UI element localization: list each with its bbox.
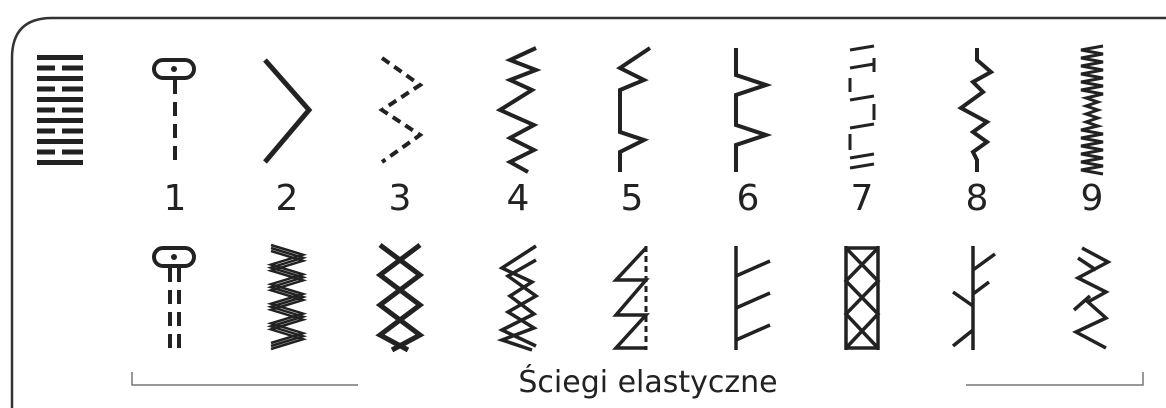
stitch-number-label: 5 [621,178,644,219]
multi-step-zigzag-stitch-icon [495,46,542,174]
stitch-number-label: 3 [389,178,412,219]
decorative-zigzag-stitch-icon [1072,246,1112,350]
stitch-number-label: 2 [276,178,299,219]
stitch-row-1 [152,44,1104,176]
triple-straight-stitch-icon [152,246,196,348]
stretch-overcast-stitch-icon [734,246,771,350]
overlock-stitch-icon [611,246,650,350]
feather-stitch-icon [951,246,997,350]
triple-zigzag-stitch-icon [266,243,308,351]
dashed-block-stitch-icon [848,44,876,170]
straight-stitch-icon [152,58,196,165]
stitch-number-label: 1 [164,178,187,219]
stitch-number-label: 6 [737,178,760,219]
caption-bracket-right [966,372,1144,386]
honeycomb-stitch-icon [375,243,425,353]
dashed-zigzag-stitch-icon [378,56,424,164]
panel-border [10,16,1166,408]
caption-bracket-left [131,372,358,386]
blind-hem-stitch-icon [616,46,652,172]
double-zigzag-stitch-icon [496,244,540,352]
elastic-blind-hem-stitch-icon [734,48,773,172]
stitch-number-label: 4 [507,178,530,219]
cross-box-stitch-icon [843,246,881,350]
stitch-number-label: 8 [966,178,989,219]
stitch-row-2 [152,243,1112,353]
wavy-stitch-icon [957,48,995,172]
zigzag-stitch-icon [263,58,313,164]
stitch-number-label: 7 [851,178,874,219]
stretch-mode-icon [37,55,83,165]
caption-label: Ściegi elastyczne [518,363,777,400]
stitch-number-row: 1 2 3 4 5 6 7 8 9 [164,178,1104,219]
stitch-number-label: 9 [1081,178,1104,219]
dense-satin-stitch-icon [1080,44,1104,176]
